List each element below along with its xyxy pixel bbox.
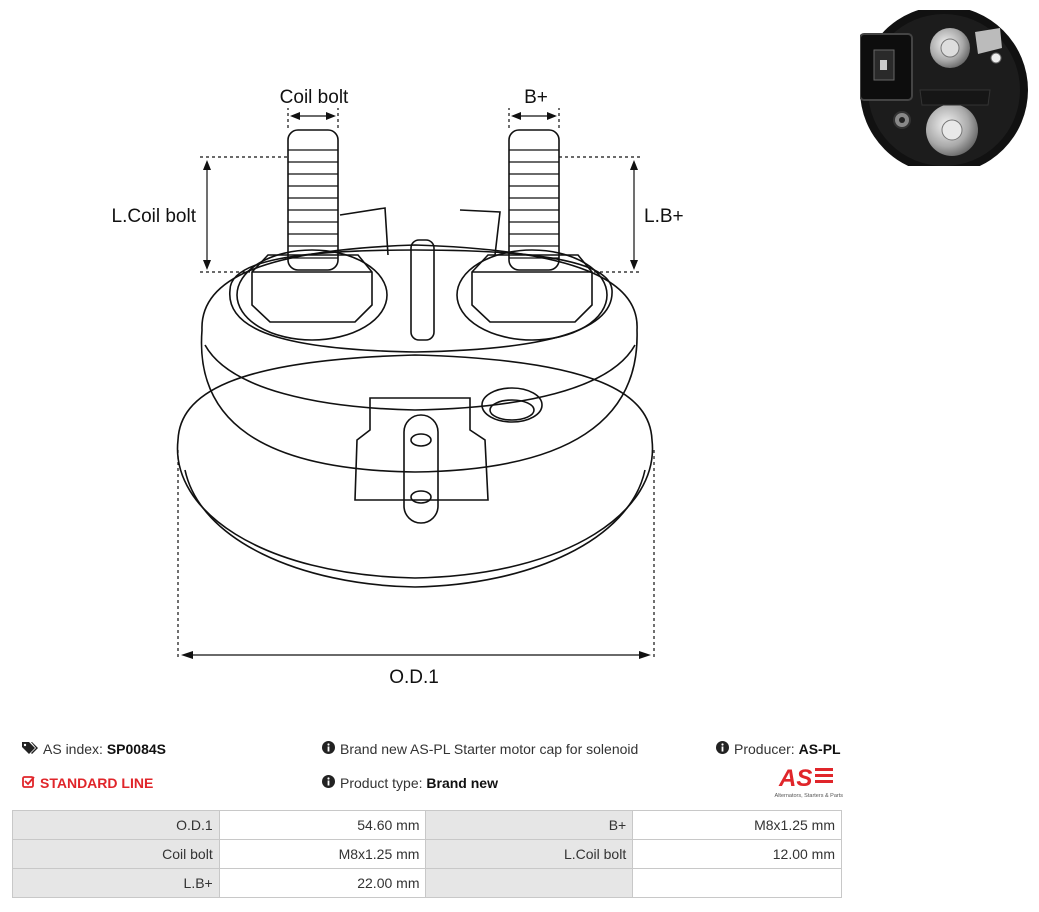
spec-label (425, 868, 634, 898)
logo-text: AS (778, 765, 812, 792)
product-type: Product type: Brand new (322, 775, 498, 791)
producer: Producer: AS-PL (716, 741, 841, 757)
l-coil-bolt-label: L.Coil bolt (112, 206, 197, 227)
product-type-value: Brand new (426, 775, 498, 791)
as-index-label: AS index: (43, 741, 103, 757)
spec-label: B+ (425, 810, 634, 840)
spec-value: M8x1.25 mm (632, 810, 842, 840)
specs-table: O.D.1 54.60 mm B+ M8x1.25 mm Coil bolt M… (12, 810, 842, 898)
producer-label: Producer: (734, 741, 795, 757)
table-row: O.D.1 54.60 mm B+ M8x1.25 mm (12, 810, 842, 840)
info-icon (322, 775, 335, 791)
spec-value (632, 868, 842, 898)
b-plus-label: B+ (524, 87, 548, 108)
standard-line: STANDARD LINE (22, 775, 153, 791)
l-b-plus-label: L.B+ (644, 206, 684, 227)
spec-value: 22.00 mm (218, 868, 427, 898)
as-index: AS index: SP0084S (22, 741, 166, 757)
description: Brand new AS-PL Starter motor cap for so… (322, 741, 638, 757)
spec-label: O.D.1 (12, 810, 220, 840)
description-text: Brand new AS-PL Starter motor cap for so… (340, 741, 639, 757)
od1-label: O.D.1 (389, 667, 439, 688)
info-icon (322, 741, 335, 757)
spec-label: Coil bolt (12, 839, 220, 869)
as-index-value: SP0084S (106, 741, 166, 757)
product-photo[interactable] (860, 10, 1028, 166)
coil-bolt-label: Coil bolt (280, 87, 349, 108)
as-pl-logo: AS Alternators, Starters & Parts (775, 765, 844, 799)
table-row: L.B+ 22.00 mm (12, 868, 842, 898)
table-row: Coil bolt M8x1.25 mm L.Coil bolt 12.00 m… (12, 839, 842, 869)
spec-label: L.Coil bolt (425, 839, 634, 869)
spec-label: L.B+ (12, 868, 220, 898)
info-icon (716, 741, 729, 757)
product-type-label: Product type: (340, 775, 423, 791)
cap-body (200, 329, 638, 473)
producer-value: AS-PL (798, 741, 841, 757)
base-flange (176, 354, 654, 579)
tags-icon (22, 742, 38, 757)
spec-value: M8x1.25 mm (218, 839, 427, 869)
standard-line-label: STANDARD LINE (40, 775, 154, 791)
spec-value: 12.00 mm (632, 839, 842, 869)
checkbox-icon (22, 775, 35, 791)
technical-drawing: Coil bolt B+ L.Coil bolt L.B+ O.D.1 (112, 87, 684, 688)
logo-tagline: Alternators, Starters & Parts (775, 793, 844, 799)
spec-value: 54.60 mm (218, 810, 427, 840)
